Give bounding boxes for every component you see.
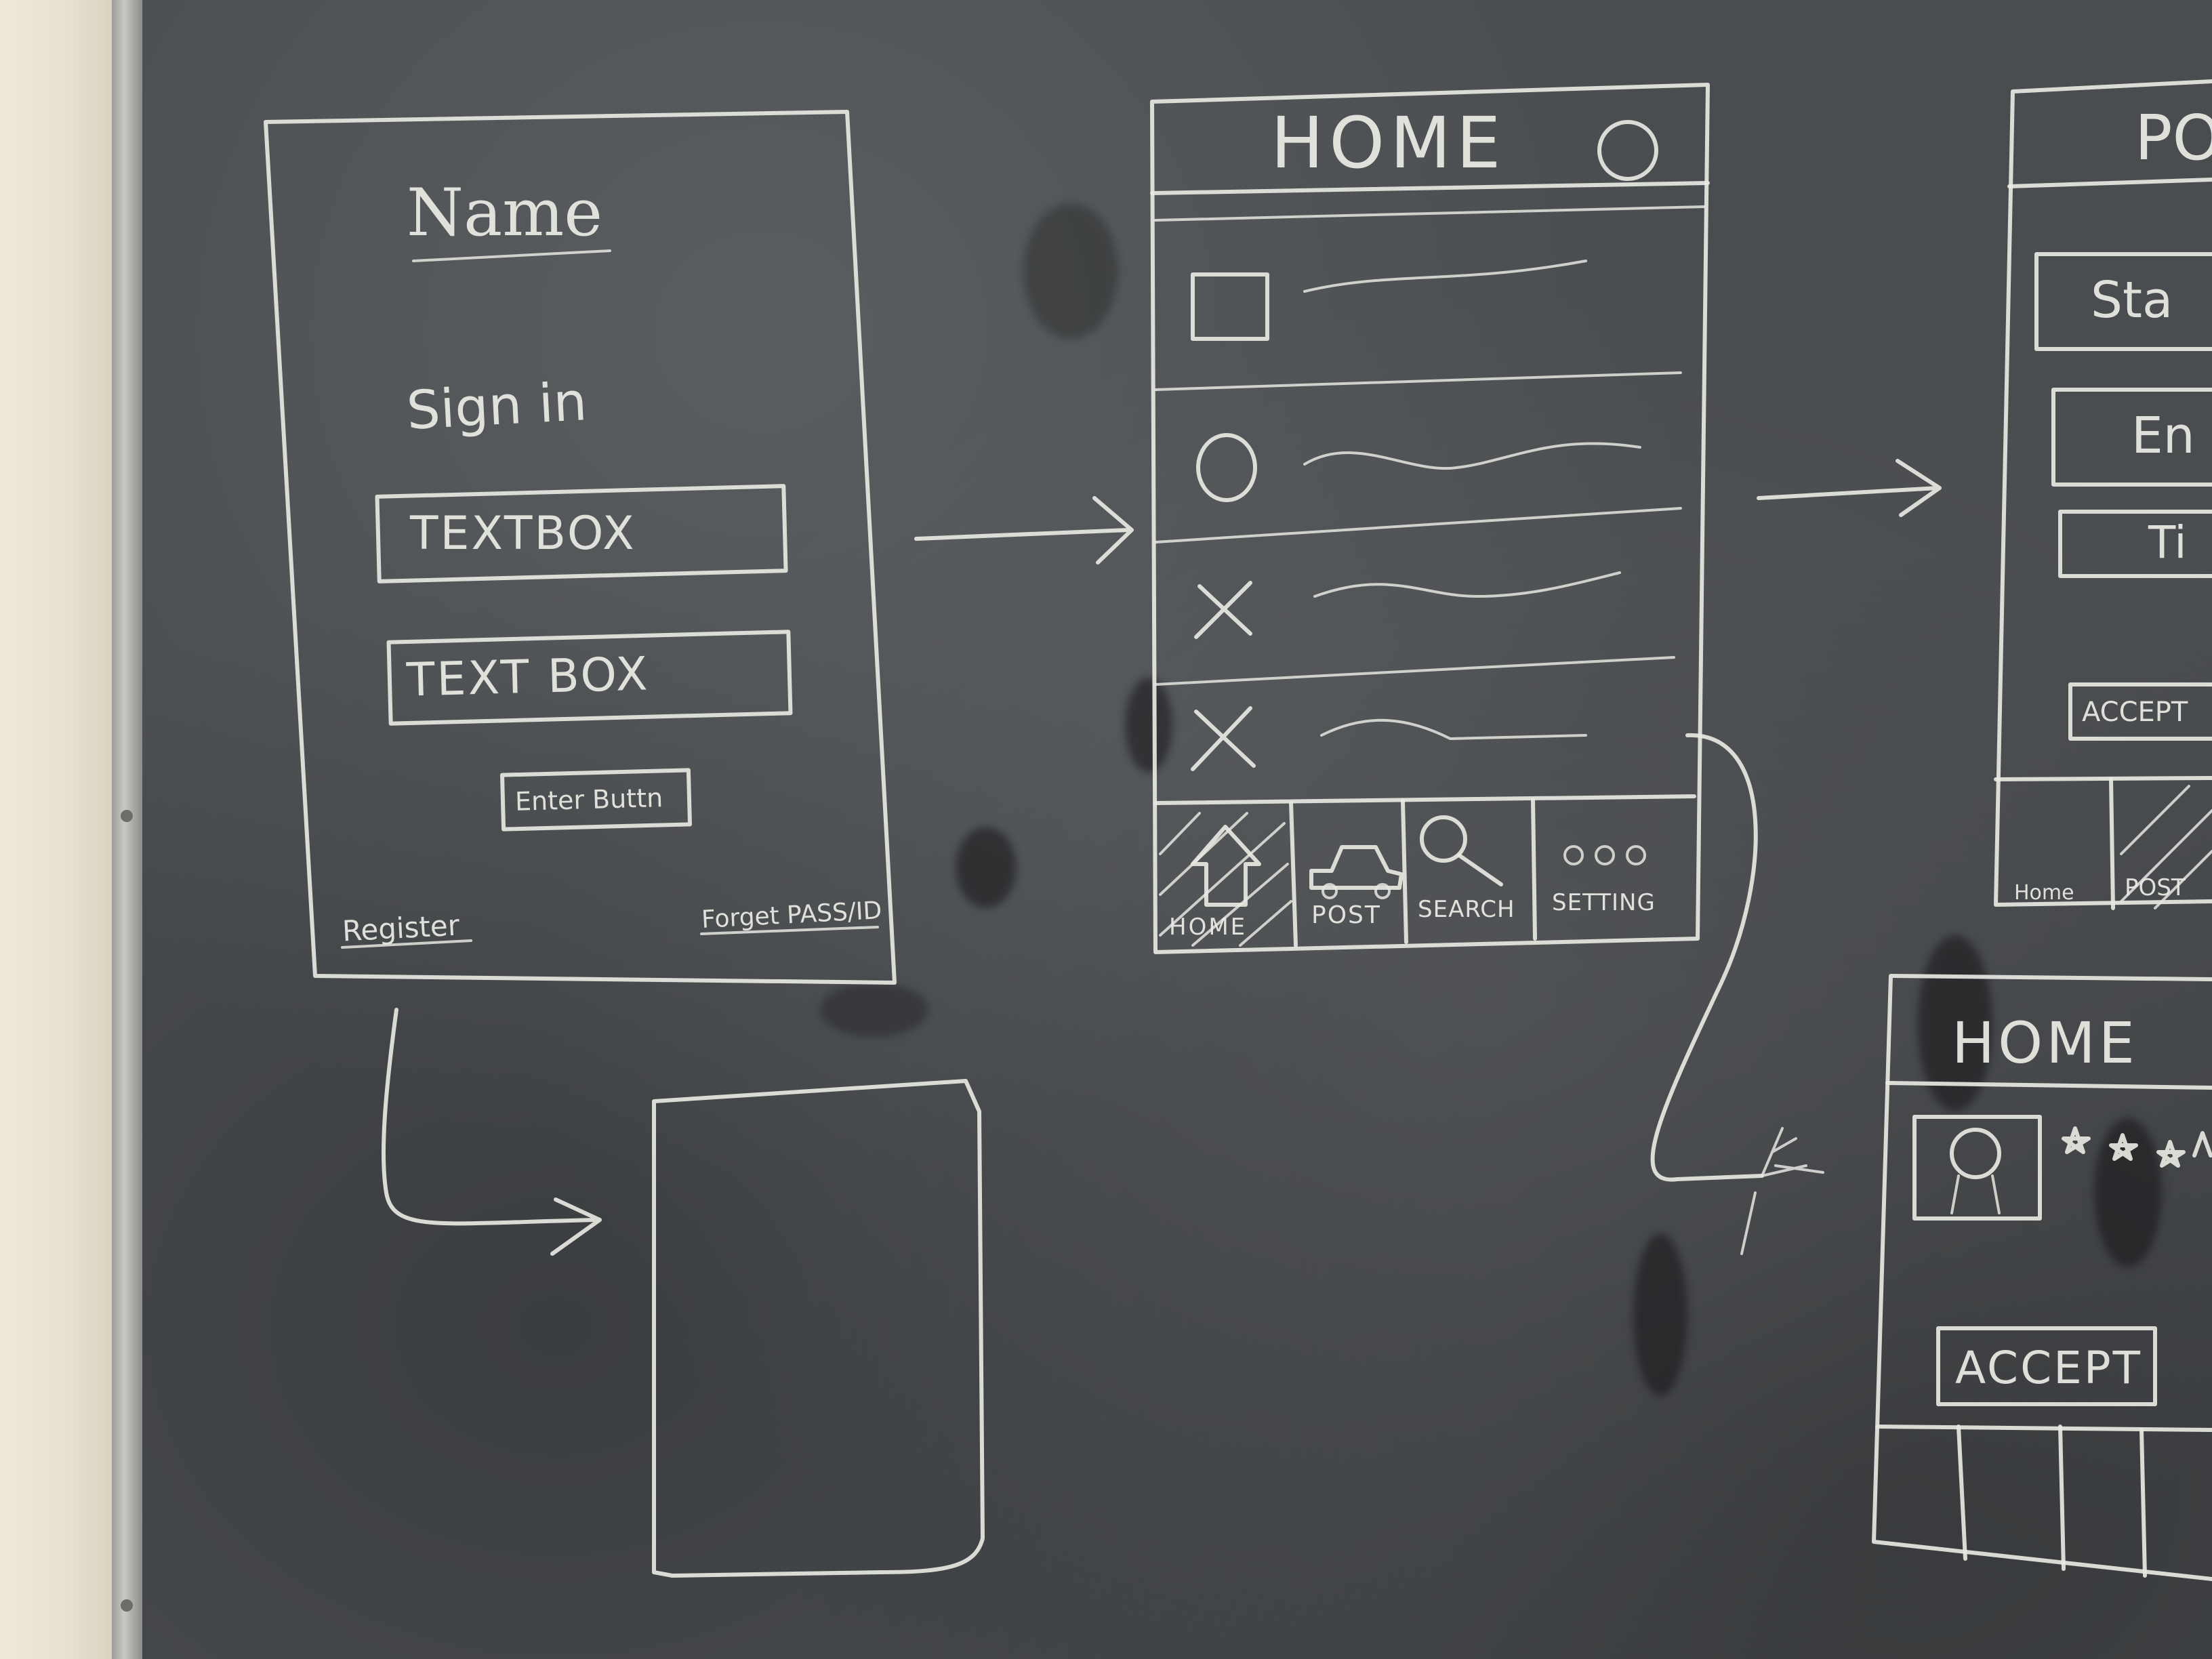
- avatar-outline: [1912, 1115, 2042, 1221]
- forgot-underline: [700, 926, 879, 935]
- star-icon: [2109, 1133, 2138, 1161]
- star-icon: [2192, 1131, 2212, 1158]
- screw: [121, 810, 133, 822]
- detail-accept-button[interactable]: ACCEPT: [1955, 1342, 2142, 1394]
- post-title: PO: [2135, 102, 2212, 174]
- arrow-login-to-home: [914, 496, 1134, 565]
- arrow-home-to-detail: [1650, 733, 1764, 1182]
- car-icon: [1309, 845, 1404, 890]
- textbox-2-outline: [386, 630, 793, 726]
- tab-home[interactable]: HOME: [1169, 914, 1248, 941]
- textbox-1[interactable]: TEXTBOX: [410, 507, 636, 560]
- list-item-square-icon: [1191, 272, 1269, 341]
- home-tab-icon: [1191, 825, 1261, 907]
- name-underline: [412, 249, 611, 262]
- list-item-line: [1313, 571, 1621, 598]
- post-tab-home[interactable]: Home: [2014, 881, 2074, 905]
- detail-accept-outline: [1936, 1326, 2157, 1406]
- enter-button-outline: [500, 768, 693, 832]
- avatar-icon: [1950, 1128, 2001, 1179]
- sign-in-heading: Sign in: [405, 371, 589, 442]
- register-underline: [341, 939, 472, 949]
- register-link[interactable]: Register: [341, 908, 461, 948]
- home-profile-icon: [1597, 120, 1658, 181]
- home-header-divider: [1150, 181, 1710, 195]
- arrow-login-to-register: [381, 1008, 602, 1256]
- post-tab-post[interactable]: POST: [2125, 874, 2186, 901]
- arrow-home-to-post: [1757, 459, 1942, 517]
- tab-search[interactable]: SEARCH: [1418, 896, 1515, 923]
- post-sketch-frame: [1994, 79, 2212, 907]
- post-field-2-outline: [2051, 388, 2212, 487]
- post-field-3-outline: [2058, 510, 2212, 578]
- star-icon: [2062, 1126, 2091, 1154]
- login-sketch-frame: [264, 110, 897, 985]
- textbox-2[interactable]: TEXT BOX: [406, 647, 651, 708]
- detail-sketch-frame: [1872, 974, 2212, 1581]
- home-title: HOME: [1271, 102, 1507, 184]
- post-field-2[interactable]: En: [2131, 407, 2195, 465]
- post-tab-hatching: [2120, 785, 2212, 909]
- home-sketch-frame: [1150, 83, 1710, 954]
- tab-setting[interactable]: SETTING: [1552, 889, 1656, 916]
- post-field-3[interactable]: Ti: [2148, 516, 2187, 569]
- register-sketch-frame: [652, 1079, 985, 1578]
- enter-button[interactable]: Enter Buttn: [514, 783, 663, 817]
- list-item-circle-icon: [1196, 433, 1257, 502]
- star-icon: [2156, 1140, 2186, 1168]
- post-accept-button[interactable]: ACCEPT: [2082, 697, 2188, 728]
- textbox-1-outline: [375, 484, 788, 583]
- detail-title: HOME: [1952, 1010, 2138, 1076]
- app-name-label: Name: [407, 175, 603, 251]
- wall: [0, 0, 115, 1659]
- list-item-line: [1303, 442, 1641, 470]
- post-accept-outline: [2068, 682, 2212, 741]
- tab-post[interactable]: POST: [1311, 901, 1381, 929]
- list-item-line: [1320, 718, 1587, 741]
- screw: [121, 1599, 133, 1612]
- list-item-x-icon: [1191, 706, 1256, 771]
- list-item-line: [1303, 260, 1587, 293]
- post-field-1-outline: [2034, 252, 2212, 351]
- search-icon: [1420, 815, 1467, 863]
- chalkboard: [142, 0, 2212, 1659]
- list-item-x-icon: [1194, 581, 1252, 639]
- board-frame: [112, 0, 142, 1659]
- more-icon: [1563, 845, 1646, 865]
- post-field-1[interactable]: Sta: [2091, 271, 2173, 329]
